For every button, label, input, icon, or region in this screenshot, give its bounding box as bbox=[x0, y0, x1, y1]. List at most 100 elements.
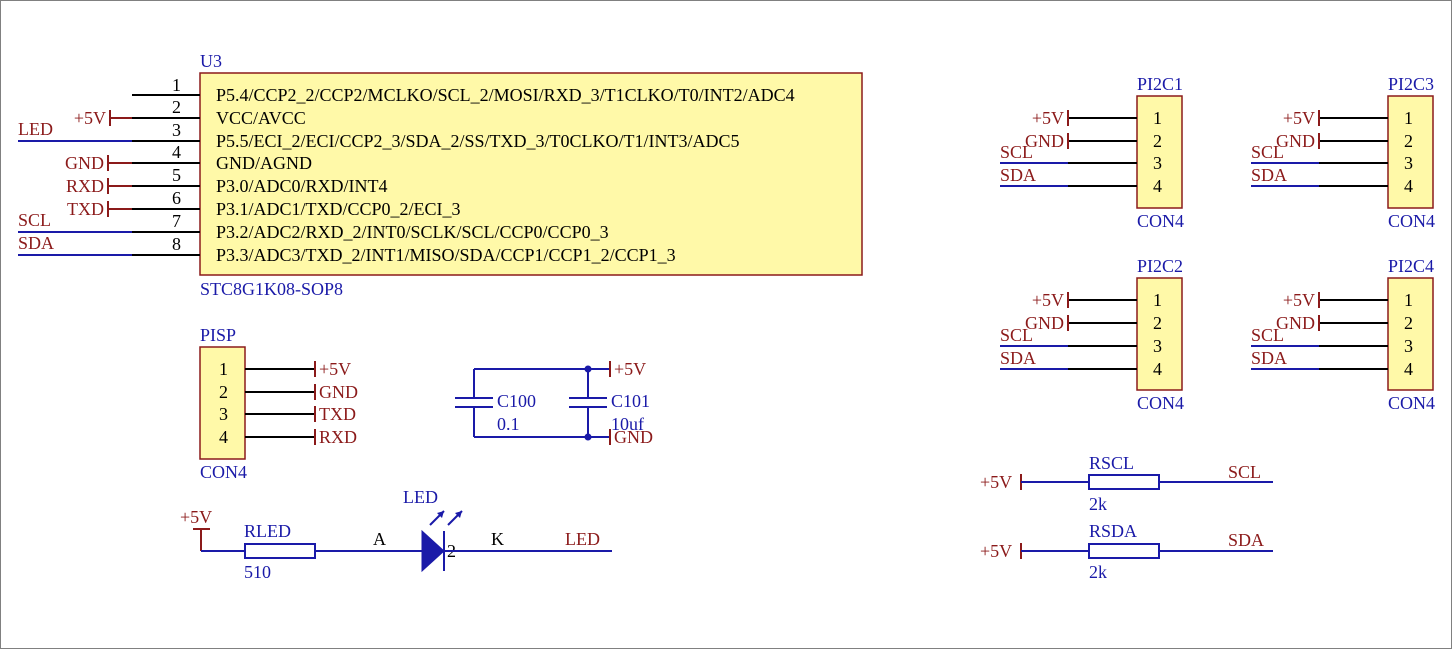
pullup-rsda[interactable]: +5V RSDA 2k SDA bbox=[980, 521, 1273, 582]
u3-pin1-name: P5.4/CCP2_2/CCP2/MCLKO/SCL_2/MOSI/RXD_3/… bbox=[216, 85, 795, 105]
pisp-pin2-number: 2 bbox=[219, 382, 228, 402]
rsda-designator: RSDA bbox=[1089, 521, 1137, 541]
u3-led-net-label: LED bbox=[18, 119, 53, 139]
pi2c4-sda-net-label: SDA bbox=[1251, 348, 1287, 368]
pi2c1-designator: PI2C1 bbox=[1137, 74, 1183, 94]
pi2c2-scl-net-label: SCL bbox=[1000, 325, 1033, 345]
u3-mcu[interactable]: U3 STC8G1K08-SOP8 1 2 3 4 5 6 7 8 P5.4/C… bbox=[132, 51, 863, 299]
pi2c2-pin1-number: 1 bbox=[1153, 290, 1162, 310]
rsda-vcc-net-label: +5V bbox=[980, 541, 1012, 561]
pi2c2-vcc-net-label: +5V bbox=[1032, 290, 1064, 310]
led-diode-triangle bbox=[421, 529, 445, 573]
pi2c1-vcc-net-label: +5V bbox=[1032, 108, 1064, 128]
pi2c4-pin3-number: 3 bbox=[1404, 336, 1413, 356]
cap-top-junction bbox=[584, 365, 592, 373]
cap-gnd-net-label: GND bbox=[614, 427, 653, 447]
u3-pin4-number: 4 bbox=[172, 142, 181, 162]
rscl-designator: RSCL bbox=[1089, 453, 1134, 473]
pi2c2-designator: PI2C2 bbox=[1137, 256, 1183, 276]
u3-pin6-number: 6 bbox=[172, 188, 181, 208]
pi2c4-vcc-net-label: +5V bbox=[1283, 290, 1315, 310]
pi2c1-pin4-number: 4 bbox=[1153, 176, 1162, 196]
rsda-net-label: SDA bbox=[1228, 530, 1264, 550]
pi2c3-sda-net-label: SDA bbox=[1251, 165, 1287, 185]
u3-pin4-name: GND/AGND bbox=[216, 153, 312, 173]
pi2c4-gnd-net-label: GND bbox=[1276, 313, 1315, 333]
pi2c4-body bbox=[1387, 277, 1434, 391]
rscl-value: 2k bbox=[1089, 494, 1107, 514]
rled-designator: RLED bbox=[244, 521, 291, 541]
connector-pi2c4[interactable]: PI2C4 CON4 1 2 3 4 +5V GND SCL SDA bbox=[1251, 256, 1435, 413]
u3-pin5-name: P3.0/ADC0/RXD/INT4 bbox=[216, 176, 388, 196]
pi2c3-pin3-number: 3 bbox=[1404, 153, 1413, 173]
u3-gnd-net-label: GND bbox=[65, 153, 104, 173]
pi2c1-body bbox=[1136, 95, 1183, 209]
led-circuit[interactable]: +5V RLED 510 A LED 2 K LED bbox=[180, 487, 612, 582]
connector-pi2c1[interactable]: PI2C1 CON4 1 2 3 4 +5V GND SCL SDA bbox=[1000, 74, 1184, 231]
pi2c3-pin1-number: 1 bbox=[1404, 108, 1413, 128]
pi2c2-sda-net-label: SDA bbox=[1000, 348, 1036, 368]
connector-pi2c3[interactable]: PI2C3 CON4 1 2 3 4 +5V GND SCL SDA bbox=[1251, 74, 1435, 231]
pi2c4-pin1-number: 1 bbox=[1404, 290, 1413, 310]
led-cathode-label: K bbox=[491, 529, 504, 549]
rsda-value: 2k bbox=[1089, 562, 1107, 582]
connector-pi2c2[interactable]: PI2C2 CON4 1 2 3 4 +5V GND SCL SDA bbox=[1000, 256, 1184, 413]
u3-pin8-number: 8 bbox=[172, 234, 181, 254]
u3-pin2-name: VCC/AVCC bbox=[216, 108, 306, 128]
u3-pin1-number: 1 bbox=[172, 75, 181, 95]
led-arrow-1-head bbox=[437, 511, 444, 518]
pi2c3-pin4-number: 4 bbox=[1404, 176, 1413, 196]
u3-pin2-number: 2 bbox=[172, 97, 181, 117]
u3-pin3-name: P5.5/ECI_2/ECI/CCP2_3/SDA_2/SS/TXD_3/T0C… bbox=[216, 131, 740, 151]
c101-designator: C101 bbox=[611, 391, 650, 411]
decoupling-capacitors[interactable]: C100 0.1 C101 10uf +5V GND bbox=[455, 359, 653, 447]
c101-value: 10uf bbox=[611, 414, 644, 434]
pisp-body bbox=[199, 346, 246, 460]
u3-pin7-name: P3.2/ADC2/RXD_2/INT0/SCLK/SCL/CCP0/CCP0_… bbox=[216, 222, 609, 242]
pi2c4-pin4-number: 4 bbox=[1404, 359, 1413, 379]
pi2c3-gnd-net-label: GND bbox=[1276, 131, 1315, 151]
pi2c3-pin2-number: 2 bbox=[1404, 131, 1413, 151]
pisp-rxd-net-label: RXD bbox=[319, 427, 357, 447]
u3-body bbox=[199, 72, 863, 276]
u3-rxd-net-label: RXD bbox=[66, 176, 104, 196]
pi2c2-pin2-number: 2 bbox=[1153, 313, 1162, 333]
rled-value: 510 bbox=[244, 562, 271, 582]
u3-part-number: STC8G1K08-SOP8 bbox=[200, 279, 343, 299]
u3-scl-net-label: SCL bbox=[18, 210, 51, 230]
pisp-gnd-net-label: GND bbox=[319, 382, 358, 402]
c100-designator: C100 bbox=[497, 391, 536, 411]
u3-txd-net-label: TXD bbox=[67, 199, 104, 219]
connector-pisp[interactable]: PISP CON4 1 2 3 4 +5V GND TXD RXD bbox=[199, 325, 358, 482]
pi2c1-gnd-net-label: GND bbox=[1025, 131, 1064, 151]
rscl-net-label: SCL bbox=[1228, 462, 1261, 482]
pisp-vcc-net-label: +5V bbox=[319, 359, 351, 379]
pi2c4-scl-net-label: SCL bbox=[1251, 325, 1284, 345]
pi2c2-pin4-number: 4 bbox=[1153, 359, 1162, 379]
u3-pin5-number: 5 bbox=[172, 165, 181, 185]
pisp-part: CON4 bbox=[200, 462, 247, 482]
u3-nets: +5V LED GND RXD TXD SCL SDA bbox=[18, 108, 132, 256]
pi2c1-sda-net-label: SDA bbox=[1000, 165, 1036, 185]
rscl-vcc-net-label: +5V bbox=[980, 472, 1012, 492]
pisp-pin1-number: 1 bbox=[219, 359, 228, 379]
pullup-rscl[interactable]: +5V RSCL 2k SCL bbox=[980, 453, 1273, 514]
pi2c3-designator: PI2C3 bbox=[1388, 74, 1434, 94]
pi2c1-part: CON4 bbox=[1137, 211, 1184, 231]
pi2c2-gnd-net-label: GND bbox=[1025, 313, 1064, 333]
pi2c4-designator: PI2C4 bbox=[1388, 256, 1434, 276]
cap-vcc-net-label: +5V bbox=[614, 359, 646, 379]
pi2c3-body bbox=[1387, 95, 1434, 209]
pi2c1-pin1-number: 1 bbox=[1153, 108, 1162, 128]
led-arrow-2-head bbox=[455, 511, 462, 518]
pi2c2-body bbox=[1136, 277, 1183, 391]
pi2c4-pin2-number: 2 bbox=[1404, 313, 1413, 333]
pisp-pin4-number: 4 bbox=[219, 427, 228, 447]
u3-vcc-net-label: +5V bbox=[74, 108, 106, 128]
pisp-txd-net-label: TXD bbox=[319, 404, 356, 424]
pi2c1-pin3-number: 3 bbox=[1153, 153, 1162, 173]
u3-pin8-name: P3.3/ADC3/TXD_2/INT1/MISO/SDA/CCP1/CCP1_… bbox=[216, 245, 676, 265]
cap-bottom-junction bbox=[584, 433, 592, 441]
pi2c3-part: CON4 bbox=[1388, 211, 1435, 231]
